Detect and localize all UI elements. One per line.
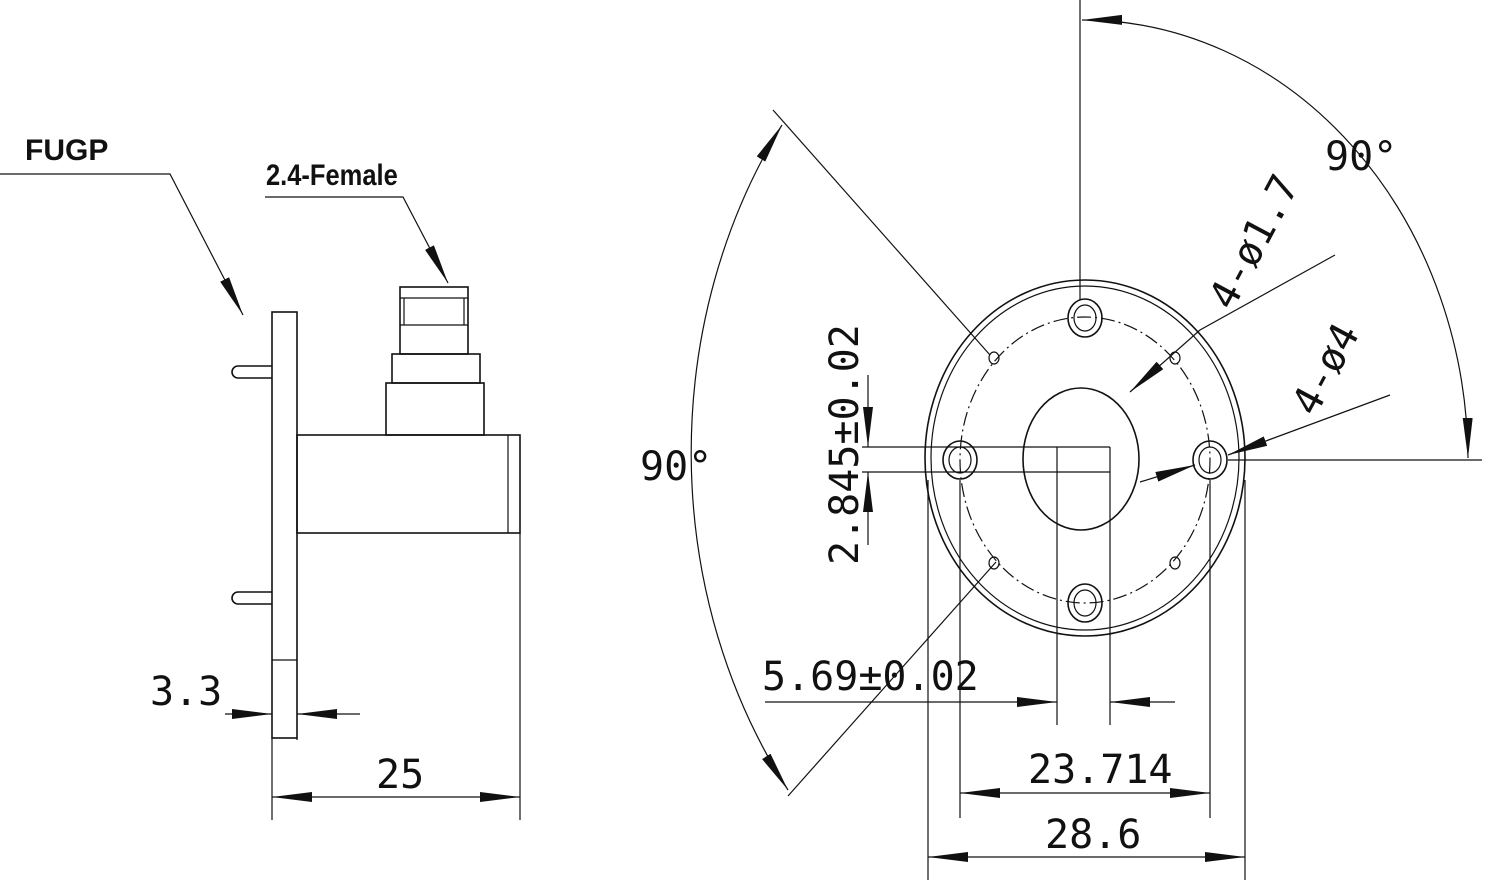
angle-left-dim: 90°	[640, 444, 712, 490]
connector-label: 2.4-Female	[266, 158, 398, 191]
flange-type-label: FUGP	[25, 134, 108, 167]
small-holes	[988, 351, 1181, 570]
flange-thickness-dim: 3.3	[150, 669, 222, 715]
angle-top-dim: 90°	[1325, 134, 1397, 180]
hole-spacing-dim: 23.714	[1028, 747, 1173, 793]
body-length-dim: 25	[376, 752, 424, 798]
alignment-pin-top	[231, 365, 272, 379]
flange-diameter-dim: 28.6	[1045, 812, 1141, 858]
connector-base	[385, 382, 485, 436]
large-holes-dim: 4-ø4	[1283, 316, 1369, 423]
front-view: 90° 90° 4-ø1.7 4-ø4 2.845±0.02 5.69±0.02…	[640, 0, 1482, 880]
waveguide-width-dim: 5.69±0.02	[762, 654, 979, 700]
flange	[271, 311, 298, 739]
waveguide-height-dim: 2.845±0.02	[822, 324, 868, 565]
waveguide-aperture	[1022, 387, 1140, 531]
small-holes-dim: 4-ø1.7	[1200, 168, 1308, 317]
bolt-circle	[959, 316, 1211, 604]
connector-nut	[399, 286, 469, 355]
waveguide-body	[296, 434, 521, 534]
alignment-pin-bottom	[231, 591, 272, 605]
side-view: FUGP 2.4-Female 3.3 25	[0, 134, 521, 820]
